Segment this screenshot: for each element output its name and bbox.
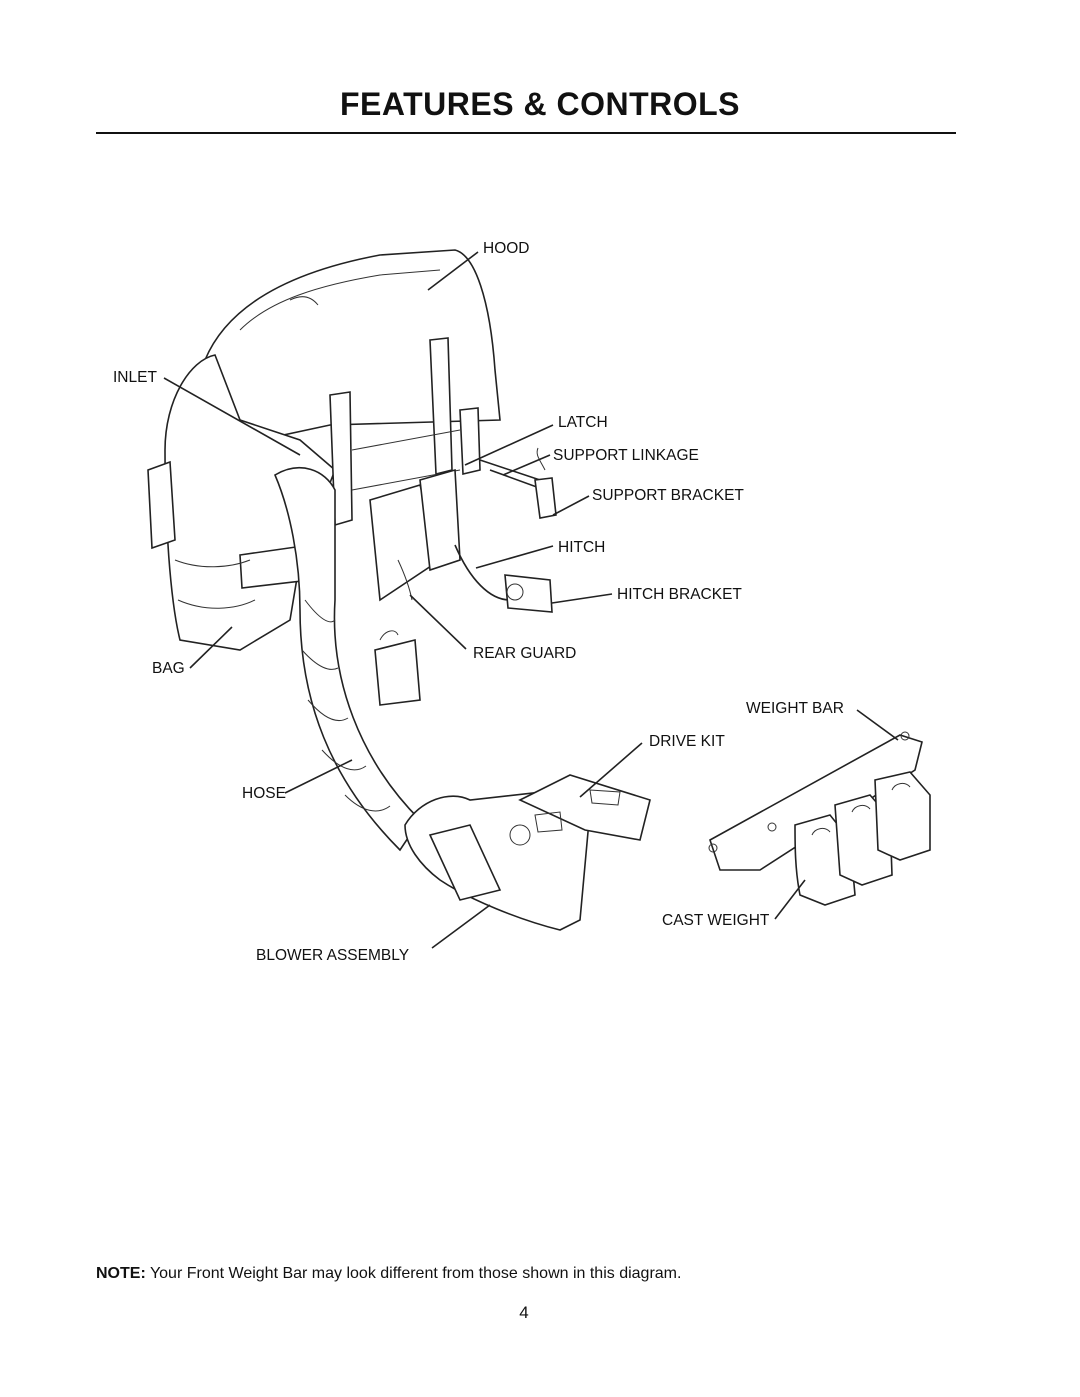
rear-guard-leader bbox=[409, 594, 467, 650]
note-text: Your Front Weight Bar may look different… bbox=[145, 1265, 682, 1282]
hood-leader bbox=[427, 251, 479, 291]
page-number: 4 bbox=[519, 1303, 529, 1322]
label-hood: HOOD bbox=[483, 240, 530, 257]
bag-hood-drawing bbox=[147, 249, 651, 931]
hitch-leader bbox=[475, 545, 554, 569]
inlet-leader bbox=[163, 377, 301, 456]
label-support-linkage: SUPPORT LINKAGE bbox=[553, 447, 699, 464]
diagram-note: NOTE: Your Front Weight Bar may look dif… bbox=[96, 1265, 681, 1283]
page-title: FEATURES & CONTROLS bbox=[339, 86, 740, 122]
label-bag: BAG bbox=[152, 660, 185, 677]
label-hose: HOSE bbox=[242, 785, 286, 802]
latch-leader bbox=[464, 424, 554, 466]
support-bracket-leader bbox=[552, 495, 590, 516]
label-hitch-bracket: HITCH BRACKET bbox=[617, 586, 742, 603]
hitch-bracket-leader bbox=[551, 593, 613, 604]
drive-kit-leader bbox=[579, 742, 643, 798]
weight-bar-drawing bbox=[708, 731, 931, 906]
title-rule bbox=[96, 132, 956, 134]
label-inlet: INLET bbox=[113, 369, 157, 386]
label-blower-assembly: BLOWER ASSEMBLY bbox=[256, 947, 409, 964]
leader-lines bbox=[163, 251, 899, 949]
note-prefix: NOTE: bbox=[96, 1265, 146, 1282]
label-drive-kit: DRIVE KIT bbox=[649, 733, 725, 750]
cast-weight-leader bbox=[774, 879, 806, 920]
label-latch: LATCH bbox=[558, 414, 608, 431]
bag-leader bbox=[189, 626, 233, 669]
blower-assembly-leader bbox=[431, 904, 491, 949]
label-weight-bar: WEIGHT BAR bbox=[746, 700, 844, 717]
label-rear-guard: REAR GUARD bbox=[473, 645, 576, 662]
label-support-bracket: SUPPORT BRACKET bbox=[592, 487, 744, 504]
label-cast-weight: CAST WEIGHT bbox=[662, 912, 770, 929]
label-hitch: HITCH bbox=[558, 539, 605, 556]
weight-bar-leader bbox=[856, 709, 899, 741]
hose-leader bbox=[284, 759, 353, 794]
support-linkage-leader bbox=[502, 454, 551, 476]
part-labels: HOOD INLET LATCH SUPPORT LINKAGE SUPPORT… bbox=[113, 240, 844, 964]
